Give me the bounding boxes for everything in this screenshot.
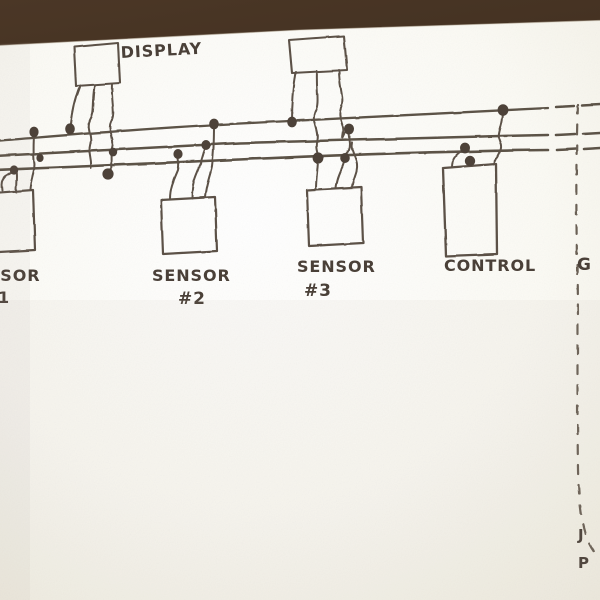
junction-dot (173, 149, 183, 159)
junction-dot (312, 152, 324, 164)
junction-dots (9, 104, 509, 180)
sensor-3-box[interactable] (305, 185, 365, 248)
junction-dot (201, 140, 211, 150)
sensor-3-number: #3 (304, 281, 332, 301)
junction-dot (340, 153, 350, 163)
bus-middle (0, 131, 600, 158)
junction-dot (464, 155, 476, 167)
control-label: CONTROL (444, 256, 536, 275)
junction-dot (36, 154, 44, 162)
paper-sheet (0, 19, 600, 600)
sensor-2-module[interactable]: SENSOR #2 (152, 124, 231, 309)
sensor-2-label: SENSOR (152, 266, 231, 285)
bottom-right-label-2: P (578, 554, 590, 572)
sensor-3-module[interactable]: SENSOR #3 (297, 141, 376, 301)
junction-dot (102, 168, 114, 180)
junction-dot (9, 165, 19, 175)
junction-dot (344, 123, 354, 135)
junction-dot (287, 116, 297, 128)
bottom-right-label-1: J (577, 526, 584, 544)
sensor-3-label: SENSOR (297, 257, 376, 276)
control-module[interactable]: CONTROL (441, 111, 536, 275)
junction-dot (29, 126, 39, 138)
sensor-1-number: 1 (0, 288, 10, 307)
bus-rails (0, 102, 600, 172)
top-module-box[interactable] (287, 34, 349, 75)
bus-top (0, 102, 600, 143)
display-box[interactable] (72, 41, 122, 88)
top-module[interactable] (287, 34, 351, 158)
sensor-1-module[interactable]: NSOR 1 (0, 132, 40, 307)
junction-dot (460, 142, 470, 154)
junction-dot (65, 123, 75, 135)
sensor-2-box[interactable] (159, 195, 219, 256)
display-label: DISPLAY (120, 39, 202, 62)
paper-shadow-overlay (0, 300, 600, 600)
paper-edge-shadow (0, 20, 30, 600)
right-region-label: G (577, 255, 592, 275)
right-dashed-boundary (575, 103, 600, 558)
bus-bottom (0, 146, 600, 172)
sensor-1-label: NSOR (0, 266, 40, 285)
junction-dot (108, 147, 118, 157)
junction-dot (497, 104, 509, 116)
sensor-2-number: #2 (178, 289, 206, 309)
junction-dot (209, 118, 219, 130)
control-box[interactable] (441, 162, 499, 258)
